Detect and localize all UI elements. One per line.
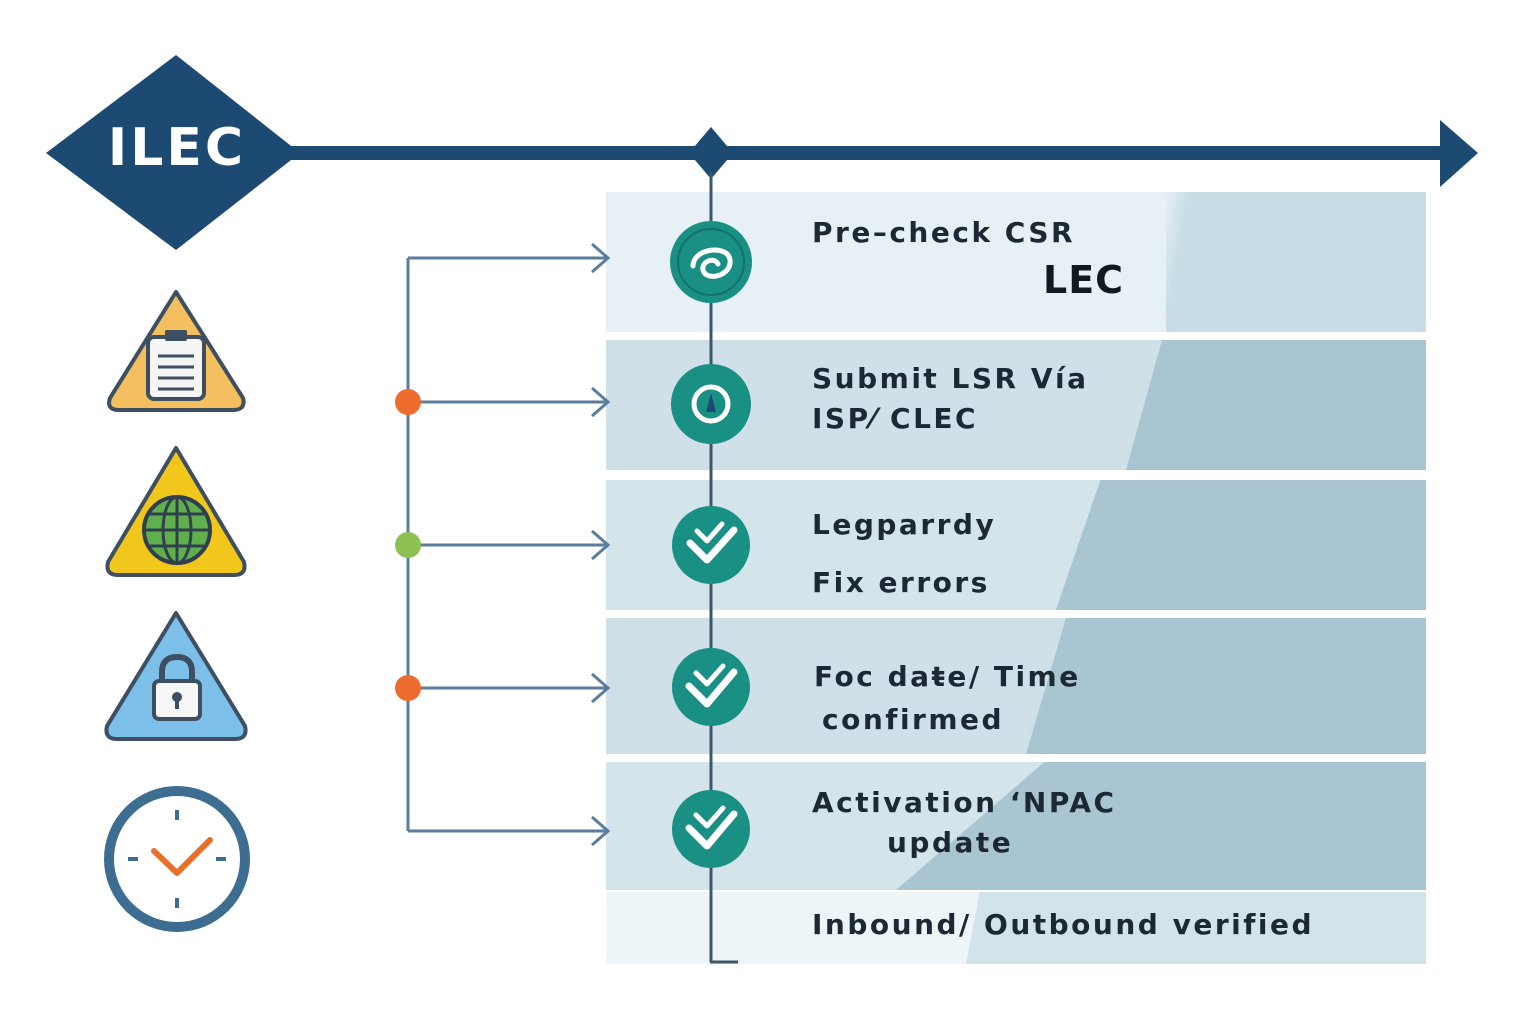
step-1-title: Pre–check CSR [812, 216, 1076, 249]
ilec-label: ILEC [107, 118, 247, 178]
footer-band [606, 892, 1426, 964]
connector-dot-orange [395, 675, 421, 701]
step-3-title: Legparrdy [812, 508, 997, 541]
swirl-icon [670, 221, 752, 303]
clock-icon [104, 786, 250, 932]
step-2-subtitle: ISP⁄ CLEC [812, 402, 979, 435]
step-1-subtitle: LEC [1043, 258, 1125, 302]
check-icon [672, 648, 750, 726]
timeline-arrowhead [1440, 120, 1478, 187]
step-4-title: Foc daŧe/ Time [814, 660, 1081, 693]
step-5-title: Activation ʻNPAC [812, 786, 1117, 819]
step-band-4 [606, 618, 1426, 754]
connector-dot-green [395, 532, 421, 558]
check-icon [672, 506, 750, 584]
footer-label: Inbound/ Outbound verified [812, 908, 1315, 941]
timeline-node-diamond [689, 127, 733, 179]
clipboard-icon [107, 290, 246, 412]
step-3-subtitle: Fix errors [812, 566, 990, 599]
step-4-subtitle: confirmed [822, 703, 1005, 736]
compass-icon [671, 364, 751, 444]
padlock-icon [104, 611, 248, 741]
globe-icon [105, 446, 247, 577]
check-icon [672, 790, 750, 868]
step-5-subtitle: update [887, 826, 1014, 859]
connector-dot-orange [395, 389, 421, 415]
step-2-title: Submit LSR Vía [812, 362, 1089, 395]
ilec-diamond [46, 55, 300, 250]
